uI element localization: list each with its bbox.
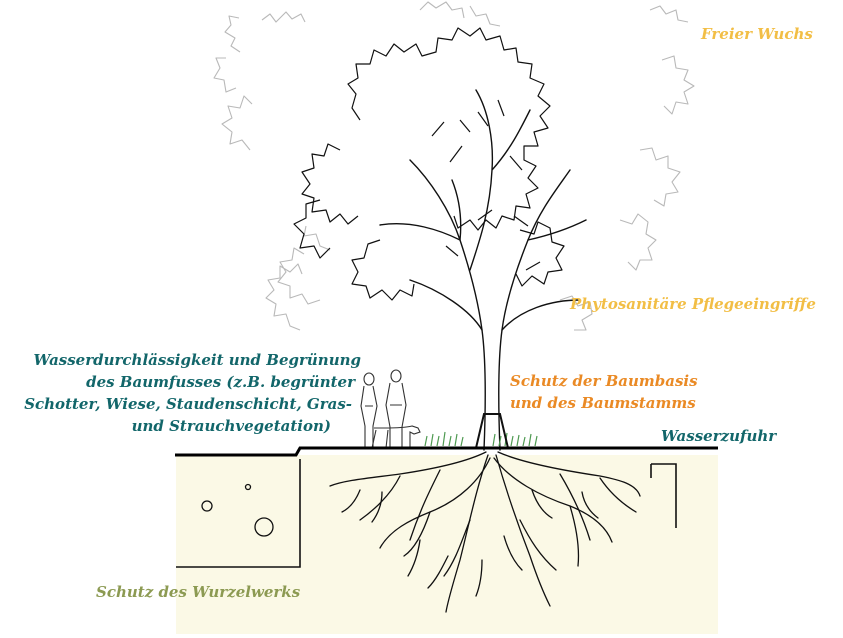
water-inlet-pipe [650,463,677,528]
label-freier-wuchs: Freier Wuchs [701,25,813,43]
root-system [329,451,641,613]
tree-crown-outline [293,27,565,301]
label-schutz-baumbasis-line-2: und des Baumstamms [510,394,696,412]
free-growth-canopy-outline [213,1,695,331]
label-phytosanitaere-pflege: Phytosanitäre Pflegeeingriffe [570,295,816,313]
label-wasserdurchlaessigkeit-line-4: und Strauchvegetation) [131,417,331,435]
tree-trunk [379,89,587,451]
grass-vegetation [424,431,538,447]
label-schutz-baumbasis-line-1: Schutz der Baumbasis [510,372,698,390]
people-and-dog-silhouettes [360,369,421,449]
label-wasserzufuhr: Wasserzufuhr [661,427,777,445]
label-wasserdurchlaessigkeit-line-2: des Baumfusses (z.B. begrünter [86,373,355,391]
root-protection-wall [176,459,301,568]
label-wasserdurchlaessigkeit-line-1: Wasserdurchlässigkeit und Begrünung [33,351,361,369]
soil-stones [201,483,274,537]
ground-line [175,446,718,457]
trunk-protection [475,413,509,449]
label-schutz-wurzelwerk: Schutz des Wurzelwerks [96,583,301,601]
label-wasserdurchlaessigkeit-line-3: Schotter, Wiese, Staudenschicht, Gras- [24,395,352,413]
